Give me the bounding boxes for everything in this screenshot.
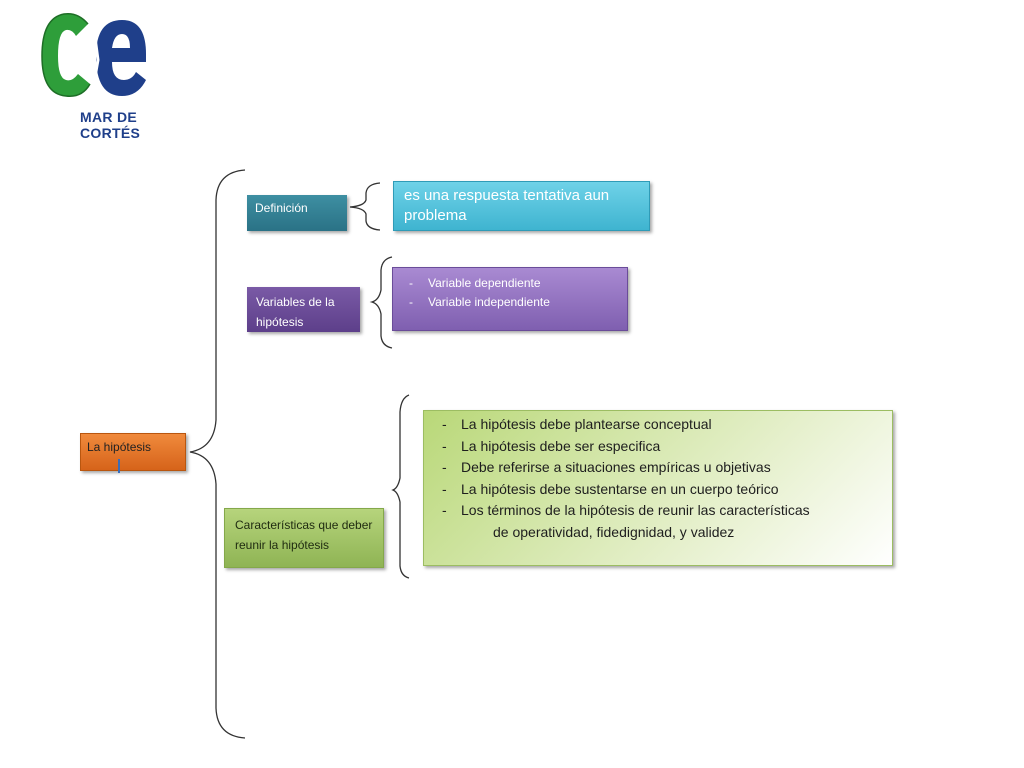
definition-node: Definición — [247, 195, 347, 231]
variables-label: Variables de la hipótesis — [256, 295, 335, 329]
variables-content-box: Variable dependiente Variable independie… — [392, 267, 628, 331]
list-item: Variable independiente — [403, 293, 617, 312]
list-item: Variable dependiente — [403, 274, 617, 293]
characteristics-label: Características que deber reunir la hipó… — [235, 518, 373, 552]
root-node: La hipótesis — [80, 433, 186, 471]
text-cursor-icon — [118, 459, 120, 473]
list-item: Debe referirse a situaciones empíricas u… — [436, 457, 880, 479]
definition-content-box: es una respuesta tentativa aun problema — [393, 181, 650, 231]
root-node-label: La hipótesis — [87, 440, 152, 454]
logo: MAR DE CORTÉS — [38, 10, 150, 141]
variables-node: Variables de la hipótesis — [247, 287, 360, 332]
definition-text: es una respuesta tentativa aun problema — [404, 187, 610, 224]
definition-label: Definición — [255, 201, 308, 215]
definition-brace-icon — [349, 182, 381, 231]
characteristics-brace-icon — [391, 394, 410, 579]
list-item: Los términos de la hipótesis de reunir l… — [436, 500, 880, 522]
logo-mark-icon — [41, 12, 146, 97]
list-item: La hipótesis debe sustentarse en un cuer… — [436, 479, 880, 501]
logo-tagline: MAR DE CORTÉS — [80, 109, 141, 141]
variables-list: Variable dependiente Variable independie… — [403, 274, 617, 312]
characteristics-content-box: La hipótesis debe plantearse conceptual … — [423, 410, 893, 566]
main-brace-icon — [189, 169, 246, 739]
list-item: La hipótesis debe plantearse conceptual — [436, 414, 880, 436]
characteristics-continuation: de operatividad, fidedignidad, y validez — [493, 523, 735, 540]
characteristics-list: La hipótesis debe plantearse conceptual … — [436, 414, 880, 522]
characteristics-node: Características que deber reunir la hipó… — [224, 508, 384, 568]
list-item: La hipótesis debe ser especifica — [436, 436, 880, 458]
variables-brace-icon — [369, 256, 393, 349]
